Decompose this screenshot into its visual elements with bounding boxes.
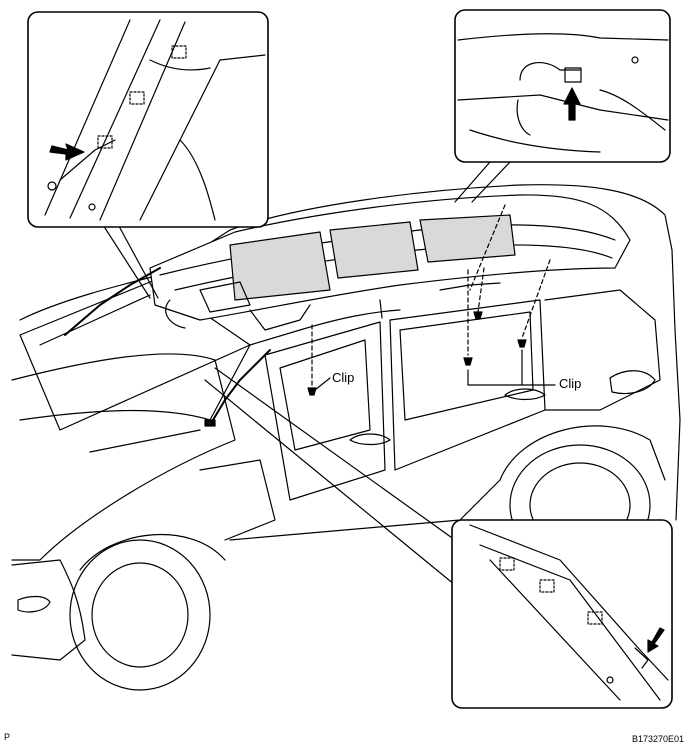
lift-arrow-icon <box>563 87 581 121</box>
push-arrow-icon <box>647 627 665 653</box>
clip-label-rear: Clip <box>559 376 582 391</box>
clip-icon <box>473 267 485 320</box>
roof-headliner <box>149 194 631 331</box>
vehicle-body <box>11 184 681 691</box>
clip-icon <box>307 324 317 396</box>
inset-rear-connector-upper-right <box>454 9 671 163</box>
clip-icon <box>463 269 473 366</box>
callout-connectors <box>104 161 511 586</box>
clip-label-front: Clip <box>332 370 355 385</box>
inset-a-pillar-upper-left <box>27 11 269 228</box>
push-arrow-icon <box>49 143 85 161</box>
figure-code: B173270E01 <box>632 734 685 744</box>
clip-icon <box>517 259 551 348</box>
clip-icon <box>469 204 506 291</box>
clips <box>307 204 556 396</box>
wire-harness <box>64 267 271 427</box>
inset-a-pillar-lower-right <box>451 519 673 709</box>
corner-marker: P <box>4 732 11 742</box>
